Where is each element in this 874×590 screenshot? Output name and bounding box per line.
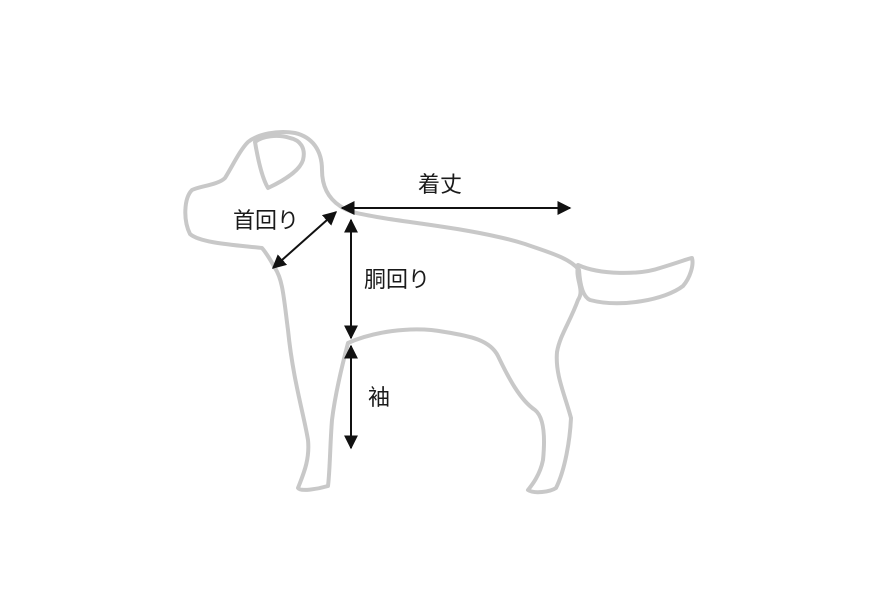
dog-body-outline (183, 130, 695, 495)
chest-label: 胴回り (364, 268, 430, 293)
sleeve-label: 袖 (368, 386, 390, 411)
length-label: 着丈 (418, 173, 462, 198)
neck-measurement-arrow (271, 211, 338, 269)
dog-silhouette-icon (183, 130, 695, 495)
neck-label: 首回り (233, 209, 299, 234)
dog-ear-outline (253, 133, 306, 190)
